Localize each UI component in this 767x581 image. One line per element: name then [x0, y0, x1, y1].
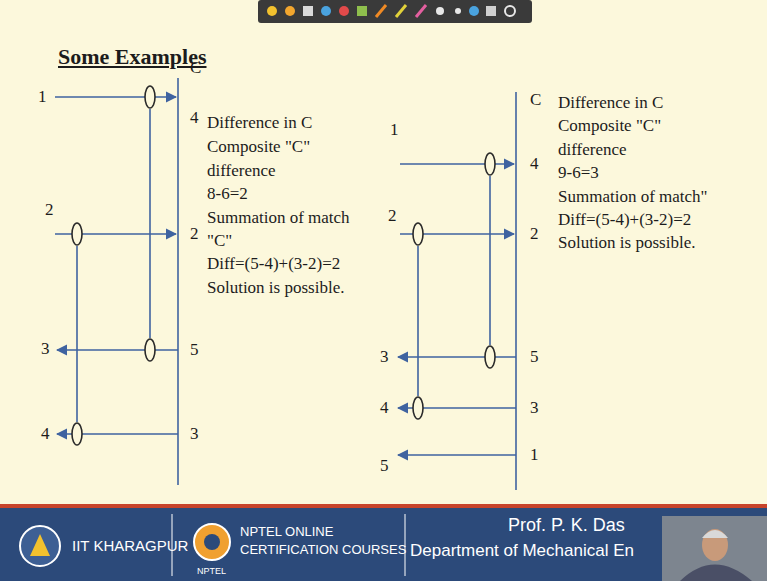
note-line: difference: [558, 140, 627, 160]
vertical-axis: [177, 78, 179, 485]
nptel-logo: [204, 534, 220, 550]
match-line: [417, 246, 419, 396]
vertical-axis: [515, 92, 517, 490]
note-line: Solution is possible.: [558, 233, 695, 253]
cp-value: 5: [190, 340, 199, 360]
cp-value: 4: [190, 108, 199, 128]
match-line: [149, 109, 151, 338]
presenter-name: Prof. P. K. Das: [508, 515, 625, 536]
stream-number: 3: [380, 347, 389, 367]
note-line: "C": [207, 231, 232, 251]
institute-logo: [30, 534, 50, 556]
cp-value: 4: [530, 154, 539, 174]
cold-stream: [398, 356, 516, 358]
note-line: Composite "C": [207, 137, 310, 157]
course-name: NPTEL ONLINE: [240, 525, 333, 540]
match-line: [489, 176, 491, 345]
nptel-logo: [194, 524, 230, 560]
cp-value: 3: [190, 424, 199, 444]
note-line: Summation of match": [558, 187, 708, 207]
toolbar-icon: [267, 6, 277, 16]
toolbar-icon: [285, 6, 295, 16]
exchanger: [485, 153, 495, 175]
note-line: 8-6=2: [207, 184, 248, 204]
cp-value: 1: [530, 445, 539, 465]
stream-number: 1: [390, 120, 399, 140]
note-line: 9-6=3: [558, 163, 599, 183]
cold-stream: [398, 454, 516, 456]
exchanger: [72, 223, 82, 245]
speaker-photo: [702, 530, 728, 538]
stream-number: 2: [45, 200, 54, 220]
match-line: [76, 246, 78, 422]
speaker-photo: [662, 516, 767, 581]
note-line: Diff=(5-4)+(3-2)=2: [558, 210, 691, 230]
toolbar-icon: [339, 6, 349, 16]
hot-stream: [400, 163, 514, 165]
note-line: Difference in C: [207, 113, 312, 133]
exchanger: [413, 397, 423, 419]
stream-number: 3: [41, 339, 50, 359]
speaker-photo: [680, 565, 752, 581]
department-name: Department of Mechanical En: [410, 541, 634, 561]
grid-diagram: [55, 78, 178, 485]
institute-name: IIT KHARAGPUR: [72, 537, 188, 554]
stream-number: 5: [380, 456, 389, 476]
footer-band: [0, 508, 767, 581]
course-name: CERTIFICATION COURSES: [240, 543, 406, 558]
toolbar-icon: [357, 6, 367, 16]
stream-label: C: [190, 58, 201, 78]
toolbar-icon: [416, 5, 426, 17]
toolbar-bar: [258, 0, 532, 23]
stream-number: 1: [38, 87, 47, 107]
slide-title: Some Examples: [58, 44, 207, 69]
toolbar-icon: [486, 6, 496, 16]
footer-stripe: [0, 504, 767, 508]
note-line: Diff=(5-4)+(3-2)=2: [207, 254, 340, 274]
cp-value: 2: [190, 224, 199, 244]
stream-number: 4: [41, 424, 50, 444]
institute-logo: [20, 526, 60, 566]
grid-diagram: [398, 92, 516, 490]
note-line: Summation of match: [207, 208, 350, 228]
exchanger: [485, 346, 495, 368]
cold-stream: [57, 349, 178, 351]
note-line: difference: [207, 161, 276, 181]
toolbar-icon: [505, 6, 515, 16]
stream-number: 4: [380, 398, 389, 418]
note-line: Difference in C: [558, 93, 663, 113]
toolbar-icon: [303, 6, 313, 16]
speaker-photo: [702, 529, 728, 561]
toolbar-icon: [376, 5, 386, 17]
exchanger: [413, 223, 423, 245]
toolbar-icon: [436, 7, 444, 15]
note-line: Solution is possible.: [207, 278, 344, 298]
cp-value: 2: [530, 224, 539, 244]
footer: [0, 504, 767, 581]
cp-value: 5: [530, 347, 539, 367]
toolbar: [258, 0, 532, 23]
exchanger: [145, 86, 155, 108]
logo-caption: NPTEL: [197, 566, 226, 576]
toolbar-icon: [469, 6, 479, 16]
toolbar-icon: [455, 8, 461, 14]
hot-stream: [55, 96, 176, 98]
cp-value: 3: [530, 398, 539, 418]
toolbar-icon: [396, 5, 406, 17]
stream-label: C: [530, 90, 541, 110]
note-line: Composite "C": [558, 116, 661, 136]
exchanger: [72, 423, 82, 445]
stream-number: 2: [388, 206, 397, 226]
exchanger: [145, 339, 155, 361]
toolbar-icon: [321, 6, 331, 16]
